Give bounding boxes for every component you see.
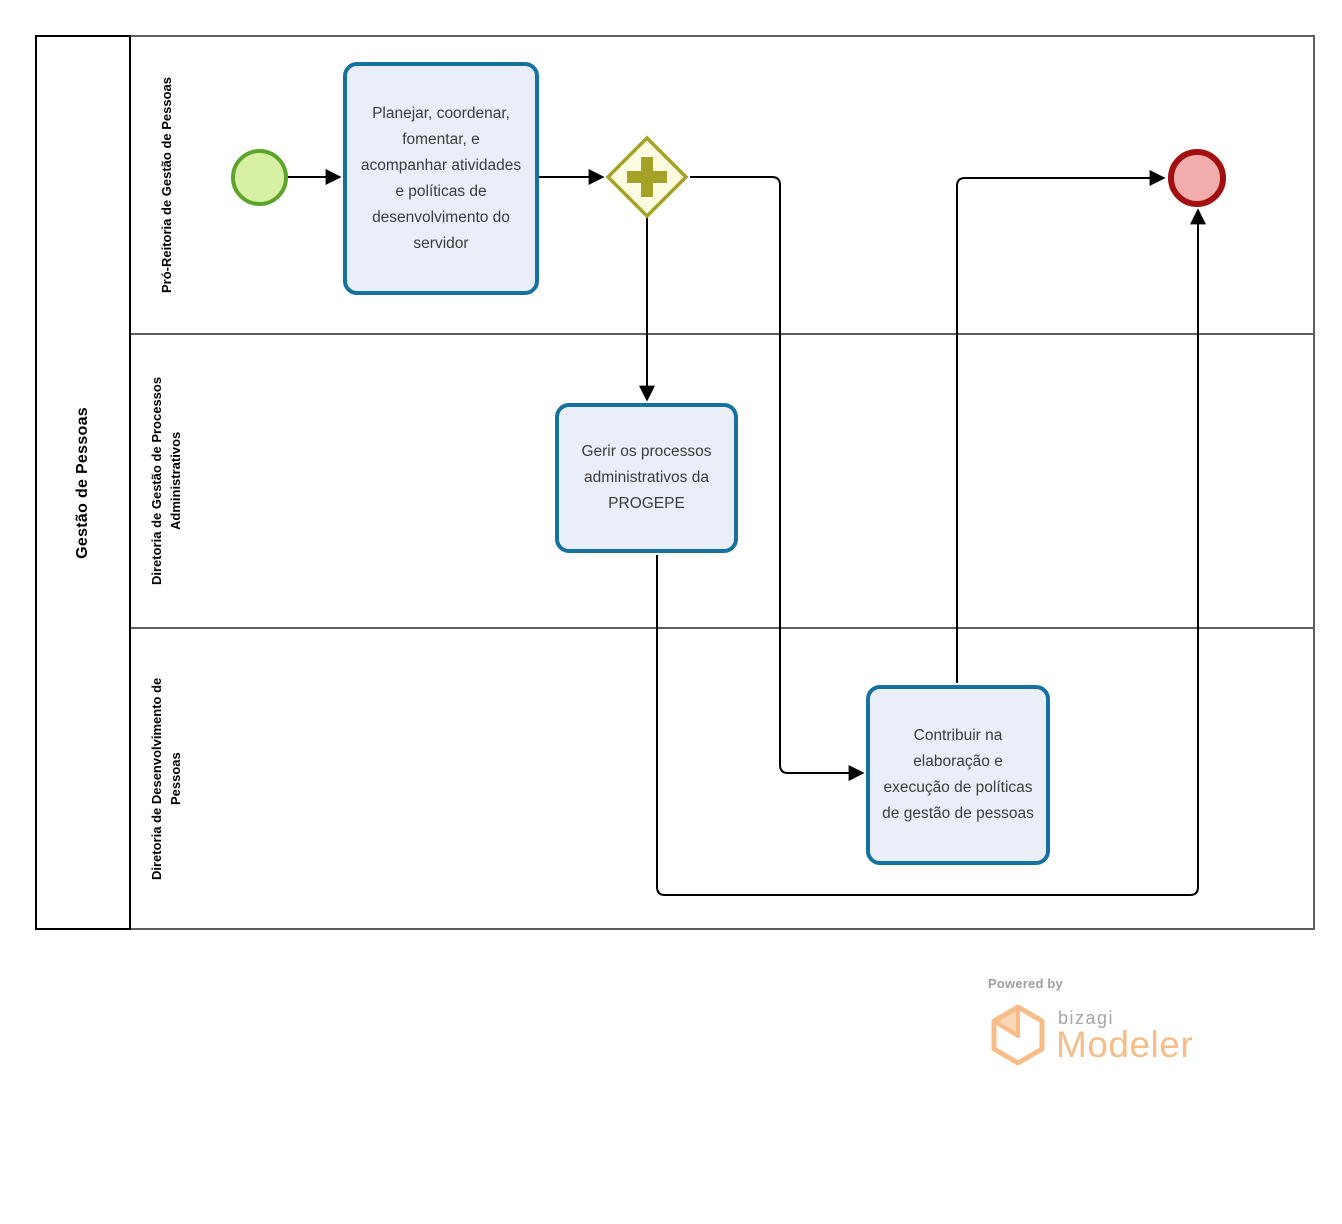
task-planejar-coordenar[interactable]: Planejar, coordenar, fomentar, e acompan… bbox=[343, 62, 539, 295]
task-contribuir-politicas[interactable]: Contribuir na elaboração e execução de p… bbox=[866, 685, 1050, 865]
bizagi-footer[interactable]: Powered by bizagi Modeler bbox=[988, 976, 1268, 1076]
lane-label-diretoria-processos: Diretoria de Gestão de Processos Adminis… bbox=[149, 376, 183, 586]
lane-label-pro-reitoria: Pró-Reitoria de Gestão de Pessoas bbox=[158, 76, 174, 294]
lane-pro-reitoria: Pró-Reitoria de Gestão de Pessoas bbox=[131, 37, 1313, 333]
task-planejar-label: Planejar, coordenar, fomentar, e acompan… bbox=[360, 104, 522, 252]
task-gerir-processos[interactable]: Gerir os processos administrativos da PR… bbox=[555, 403, 738, 553]
end-event[interactable] bbox=[1168, 149, 1226, 207]
task-gerir-label: Gerir os processos administrativos da PR… bbox=[581, 443, 712, 512]
parallel-gateway[interactable] bbox=[602, 132, 692, 222]
powered-by-text: Powered by bbox=[988, 976, 1063, 991]
lane-label-diretoria-desenvolvimento: Diretoria de Desenvolvimento de Pessoas bbox=[149, 677, 183, 880]
pool-title: Gestão de Pessoas bbox=[74, 406, 91, 559]
lane-diretoria-desenvolvimento: Diretoria de Desenvolvimento de Pessoas bbox=[131, 627, 1313, 928]
bizagi-hexagon-icon bbox=[991, 1004, 1045, 1066]
bizagi-wordmark: bizagi bbox=[1058, 1008, 1115, 1028]
start-event[interactable] bbox=[231, 149, 288, 206]
task-contribuir-label: Contribuir na elaboração e execução de p… bbox=[882, 727, 1034, 822]
modeler-wordmark: Modeler bbox=[1056, 1024, 1194, 1065]
pool-label-strip: Gestão de Pessoas bbox=[35, 35, 131, 930]
plus-icon bbox=[627, 157, 667, 197]
